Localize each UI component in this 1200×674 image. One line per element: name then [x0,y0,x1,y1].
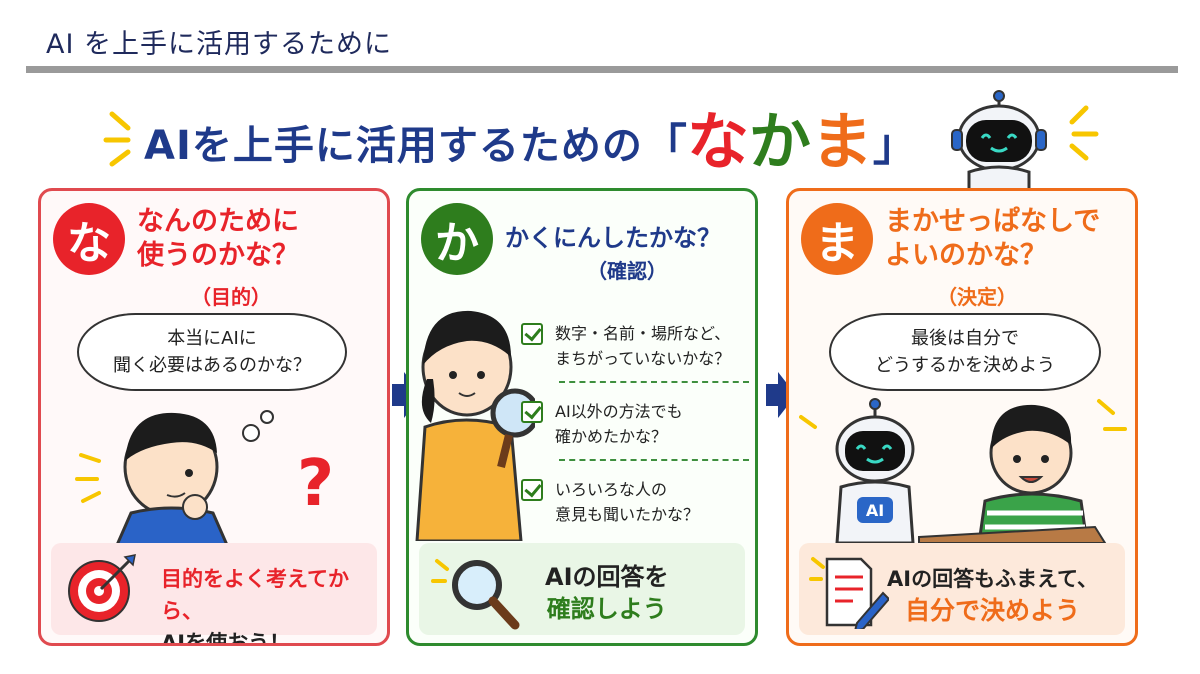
check-icon [521,401,543,423]
letter-badge-na: な [53,203,125,275]
bubble-line: どうするかを決めよう [875,355,1055,376]
check-icon [521,479,543,501]
poster-title-ma: ま [810,105,873,178]
check-line: 確かめたかな？ [555,427,668,446]
slide-header: AI を上手に活用するために [0,0,1200,73]
panel-na: な なんのために 使うのかな？ （目的） 本当にAIに 聞く必要はあるのかな？ … [38,188,390,646]
panel-heading-ma: まかせっぱなしで よいのかな？ [885,205,1100,273]
poster-title-na: な [686,105,749,178]
check-line: 意見も聞いたかな？ [555,505,700,524]
check-item: 数字・名前・場所など、 まちがっていないかな？ [521,321,755,371]
check-line: まちがっていないかな？ [555,349,731,368]
bottom-text-ma: AIの回答もふまえて、 自分で決めよう [887,563,1098,627]
dashed-divider [559,381,749,383]
poster-title-main: AIを上手に活用するための [144,123,643,169]
bottom-line: 確認しよう [546,595,667,623]
bubble-line: 最後は自分で [911,328,1019,349]
panel-sub-ka: （確認） [587,259,667,283]
bottom-text-ka: AIの回答を 確認しよう [545,561,669,625]
poster-title-close-bracket: 」 [872,120,917,171]
magnifier-icon [431,559,520,630]
robot-and-boy-illustration: AI [799,398,1127,543]
panel-heading-line: 使うのかな？ [137,240,299,271]
question-mark-icon: ? [297,447,334,521]
dashed-divider [559,459,749,461]
thinking-boy-illustration: ? [75,410,334,545]
check-item: AI以外の方法でも 確かめたかな？ [521,399,755,449]
poster-title-ka: か [748,105,811,178]
poster-title-open-bracket: 「 [642,120,687,171]
bottom-line: 自分で決めよう [904,596,1080,625]
robot-badge-text: AI [866,501,884,520]
panel-ma: ま まかせっぱなしで よいのかな？ （決定） 最後は自分で どうするかを決めよう… [786,188,1138,646]
thought-bubble-ma: 最後は自分で どうするかを決めよう [829,313,1101,391]
bottom-line: AIを使おう！ [161,631,291,646]
panel-heading-line: よいのかな？ [885,240,1047,271]
check-icon [521,323,543,345]
arrow-right-icon [766,372,796,418]
sparkle-icon [103,111,131,167]
bottom-text-na: 目的をよく考えてから、 AIを使おう！ [161,563,387,646]
bottom-line: AIの回答もふまえて、 [887,567,1098,591]
letter-badge-ma: ま [801,203,873,275]
check-item: いろいろな人の 意見も聞いたかな？ [521,477,755,527]
title-divider [26,66,1178,73]
bottom-line: AIの回答を [545,563,669,591]
sparkle-icon [1069,105,1099,161]
check-line: AI以外の方法でも [555,402,683,421]
thought-bubble-na: 本当にAIに 聞く必要はあるのかな？ [77,313,347,391]
bubble-line: 聞く必要はあるのかな？ [113,355,311,376]
poster-image: AIを上手に活用するための 「 な か ま 」 な なんのために 使うのかな？ … [26,82,1172,668]
target-icon [68,554,136,622]
panel-ka: か かくにんしたかな？ （確認） 数字・名前・場所など、 まちがっていないかな？… [406,188,758,646]
check-line: 数字・名前・場所など、 [555,324,731,343]
girl-with-magnifier-illustration [415,310,535,541]
panel-heading-line: まかせっぱなしで [885,206,1101,237]
bottom-line: 目的をよく考えてから、 [161,567,349,623]
panel-sub-ma: （決定） [937,285,1017,309]
bubble-line: 本当にAIに [167,328,257,349]
panel-heading-ka: かくにんしたかな？ [505,224,721,252]
panel-heading-line: なんのために [137,206,299,237]
robot-icon [951,90,1047,190]
check-line: いろいろな人の [555,480,668,499]
panel-heading-na: なんのために 使うのかな？ [137,205,299,273]
letter-badge-ka: か [421,203,493,275]
document-pen-icon [809,557,889,629]
poster-title: AIを上手に活用するための 「 な か ま 」 [144,104,917,174]
slide-title: AI を上手に活用するために [46,29,393,60]
panel-sub-na: （目的） [191,285,271,309]
